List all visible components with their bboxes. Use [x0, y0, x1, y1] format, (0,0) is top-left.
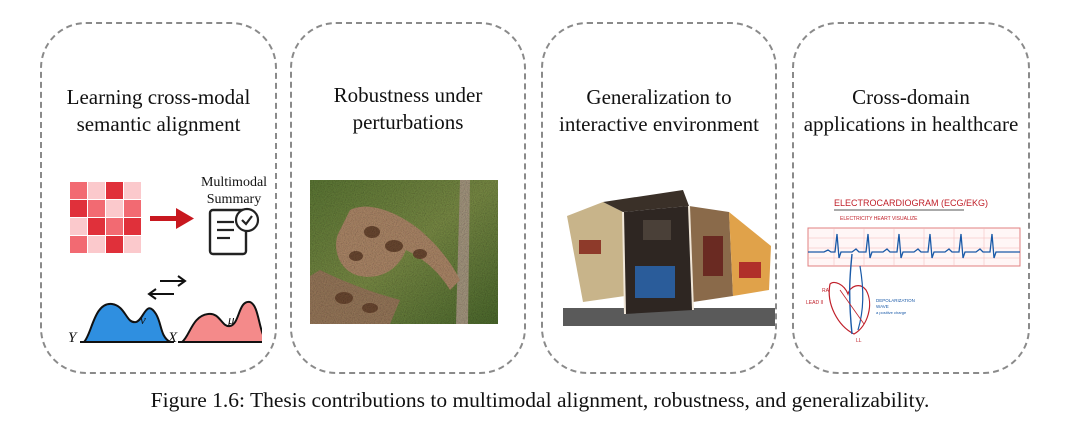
label-y: Y [68, 330, 77, 346]
panel-title: Robustness under perturbations [292, 82, 524, 136]
ecg-note-wave: WAVE [876, 304, 889, 309]
ecg-note-charge: a positive charge [876, 310, 907, 315]
distribution-y [80, 303, 174, 343]
summary-line-1: Multimodal [200, 175, 268, 190]
ecg-title: ELECTROCARDIOGRAM (ECG/EKG) [834, 198, 988, 208]
panel-healthcare: Cross-domain applications in healthcare … [792, 22, 1030, 374]
panel-generalization: Generalization to interactive environmen… [541, 22, 777, 374]
title-line-2: semantic alignment [76, 112, 241, 136]
title-line-1: Cross-domain [852, 85, 970, 109]
ecg-subtitle: ELECTRICITY HEART VISUALIZE [840, 216, 918, 222]
summary-label: Multimodal Summary [194, 174, 274, 208]
title-line-1: Robustness under [333, 83, 483, 107]
title-line-2: applications in healthcare [803, 112, 1019, 136]
arrow-right-icon [150, 208, 194, 229]
title-line-1: Generalization to [586, 85, 732, 109]
ecg-strip [807, 227, 1021, 267]
ecg-note-ra: RA [822, 288, 830, 294]
alignment-illustration [70, 182, 262, 343]
ecg-note-lead: LEAD II [806, 300, 823, 306]
distribution-x [178, 300, 262, 343]
heart-sketch [828, 253, 871, 335]
label-mu: μ [228, 312, 235, 327]
document-check-icon [208, 207, 260, 256]
panel-robustness: Robustness under perturbations [290, 22, 526, 374]
noisy-giraffe-image [310, 180, 498, 324]
title-line-1: Learning cross-modal [66, 85, 251, 109]
ecg-note-depol: DEPOLARIZATION [876, 298, 915, 303]
ecg-note-ll: LL [856, 338, 862, 344]
exchange-arrows-icon [147, 275, 187, 300]
title-line-2: interactive environment [558, 112, 759, 136]
label-nu: ν [140, 312, 146, 327]
panel-cross-modal-alignment: Learning cross-modal semantic alignment [40, 22, 277, 374]
panel-title: Generalization to interactive environmen… [543, 84, 775, 138]
summary-line-2: Summary [206, 192, 262, 207]
panel-title: Cross-domain applications in healthcare [794, 84, 1028, 138]
ecg-illustration: ELECTROCARDIOGRAM (ECG/EKG) ELECTRICITY … [806, 198, 1021, 344]
label-x: X [168, 330, 178, 346]
panel-title: Learning cross-modal semantic alignment [42, 84, 275, 138]
similarity-matrix [70, 182, 141, 253]
figure-caption: Figure 1.6: Thesis contributions to mult… [150, 388, 930, 412]
title-line-2: perturbations [352, 110, 464, 134]
3d-house-environment [563, 190, 775, 326]
